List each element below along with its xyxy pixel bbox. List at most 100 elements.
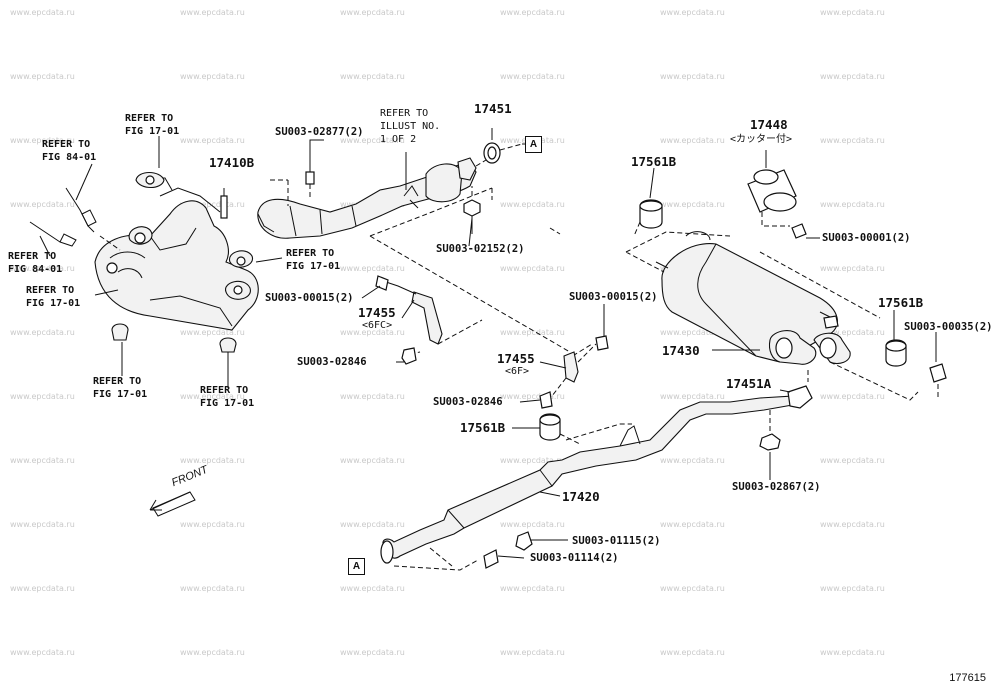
watermark-text: www.epcdata.ru	[10, 648, 75, 657]
watermark-text: www.epcdata.ru	[500, 264, 565, 273]
watermark-text: www.epcdata.ru	[500, 648, 565, 657]
part-17448-label: 17448	[750, 117, 788, 132]
bracket-6f-drawing	[539, 335, 609, 409]
watermark-text: www.epcdata.ru	[340, 648, 405, 657]
figure-number: 177615	[949, 672, 986, 684]
watermark-text: www.epcdata.ru	[10, 136, 75, 145]
watermark-text: www.epcdata.ru	[660, 8, 725, 17]
watermark-text: www.epcdata.ru	[660, 136, 725, 145]
watermark-text: www.epcdata.ru	[180, 584, 245, 593]
mount-17561b-drawing	[539, 199, 907, 445]
watermark-text: www.epcdata.ru	[820, 264, 885, 273]
part-17561b-label-top: 17561B	[631, 154, 677, 169]
watermark-text: www.epcdata.ru	[180, 328, 245, 337]
bolt-02877-label: SU003-02877(2)	[275, 126, 364, 138]
part-17430-label: 17430	[662, 343, 700, 358]
watermark-text: www.epcdata.ru	[340, 264, 405, 273]
watermark-text: www.epcdata.ru	[500, 520, 565, 529]
watermark-text: www.epcdata.ru	[340, 520, 405, 529]
bolt-01115-label: SU003-01115(2)	[572, 535, 661, 547]
watermark-text: www.epcdata.ru	[820, 648, 885, 657]
watermark-text: www.epcdata.ru	[180, 8, 245, 17]
watermark-text: www.epcdata.ru	[10, 328, 75, 337]
watermark-text: www.epcdata.ru	[10, 392, 75, 401]
watermark-text: www.epcdata.ru	[820, 584, 885, 593]
watermark-text: www.epcdata.ru	[500, 584, 565, 593]
watermark-text: www.epcdata.ru	[180, 520, 245, 529]
part-17455-6f-label: 17455	[497, 351, 535, 366]
watermark-text: www.epcdata.ru	[660, 328, 725, 337]
connector-a-bottom: A	[348, 558, 365, 575]
bracket-6fc-drawing	[375, 275, 483, 365]
watermark-text: www.epcdata.ru	[340, 584, 405, 593]
watermark-text: www.epcdata.ru	[180, 456, 245, 465]
watermark-text: www.epcdata.ru	[500, 328, 565, 337]
watermark-text: www.epcdata.ru	[180, 200, 245, 209]
watermark-text: www.epcdata.ru	[180, 648, 245, 657]
part-17420-label: 17420	[562, 489, 600, 504]
watermark-text: www.epcdata.ru	[820, 8, 885, 17]
nut-02867-label: SU003-02867(2)	[732, 481, 821, 493]
watermark-text: www.epcdata.ru	[10, 584, 75, 593]
watermark-text: www.epcdata.ru	[660, 72, 725, 81]
bolt-00035-label: SU003-00035(2)	[904, 321, 993, 333]
watermark-text: www.epcdata.ru	[500, 200, 565, 209]
part-17455-6fc-note: <6FC>	[362, 320, 393, 331]
nut-02152-label: SU003-02152(2)	[436, 243, 525, 255]
stud-17410b-drawing	[220, 188, 228, 219]
watermark-text: www.epcdata.ru	[820, 392, 885, 401]
watermark-text: www.epcdata.ru	[180, 136, 245, 145]
part-17455-6f-note: <6F>	[505, 366, 530, 377]
bolt-00001-label: SU003-00001(2)	[822, 232, 911, 244]
watermark-text: www.epcdata.ru	[500, 392, 565, 401]
watermark-text: www.epcdata.ru	[820, 456, 885, 465]
connector-a-top: A	[525, 136, 542, 153]
watermark-text: www.epcdata.ru	[10, 456, 75, 465]
part-17448-note: <カッター付>	[730, 134, 793, 145]
watermark-text: www.epcdata.ru	[340, 72, 405, 81]
front-arrow	[149, 491, 196, 517]
refer-illust-1-of-2: REFER TO ILLUST NO. 1 OF 2	[380, 108, 441, 145]
nut-02152-drawing	[463, 186, 481, 234]
watermark-text: www.epcdata.ru	[10, 264, 75, 273]
part-17561b-label-center: 17561B	[460, 420, 506, 435]
watermark-text: www.epcdata.ru	[10, 520, 75, 529]
center-pipe-drawing	[380, 385, 813, 571]
watermark-text: www.epcdata.ru	[340, 328, 405, 337]
watermark-text: www.epcdata.ru	[820, 136, 885, 145]
bolt-02846-right-label: SU003-02846	[433, 396, 503, 408]
watermark-text: www.epcdata.ru	[180, 72, 245, 81]
watermark-text: www.epcdata.ru	[820, 72, 885, 81]
watermark-text: www.epcdata.ru	[180, 392, 245, 401]
refer-fig-84-01-left: REFER TO FIG 84-01	[8, 251, 63, 275]
watermark-text: www.epcdata.ru	[10, 8, 75, 17]
watermark-text: www.epcdata.ru	[820, 520, 885, 529]
refer-fig-17-01-mid: REFER TO FIG 17-01	[286, 248, 341, 272]
bolt-00015-left-label: SU003-00015(2)	[265, 292, 354, 304]
watermark-text: www.epcdata.ru	[10, 200, 75, 209]
bolt-00015-right-label: SU003-00015(2)	[569, 291, 658, 303]
watermark-text: www.epcdata.ru	[820, 328, 885, 337]
refer-fig-17-01-bottom-left: REFER TO FIG 17-01	[93, 376, 148, 400]
part-17410b-label: 17410B	[209, 155, 255, 170]
refer-fig-84-01-top: REFER TO FIG 84-01	[42, 139, 97, 163]
exhaust-manifold	[29, 171, 259, 353]
bolt-02846-left-label: SU003-02846	[297, 356, 367, 368]
leader-lines	[39, 136, 937, 559]
watermark-text: www.epcdata.ru	[10, 72, 75, 81]
cutter-17448-drawing	[747, 150, 807, 239]
refer-fig-17-01-bottom-right: REFER TO FIG 17-01	[200, 385, 255, 409]
part-17561b-label-right: 17561B	[878, 295, 924, 310]
watermark-text: www.epcdata.ru	[340, 392, 405, 401]
watermark-text: www.epcdata.ru	[660, 392, 725, 401]
part-17451-label: 17451	[474, 101, 512, 116]
watermark-text: www.epcdata.ru	[660, 584, 725, 593]
watermark-text: www.epcdata.ru	[660, 200, 725, 209]
watermark-text: www.epcdata.ru	[340, 8, 405, 17]
refer-fig-17-01-top: REFER TO FIG 17-01	[125, 113, 180, 137]
watermark-text: www.epcdata.ru	[500, 456, 565, 465]
watermark-text: www.epcdata.ru	[500, 8, 565, 17]
muffler-drawing	[625, 231, 919, 401]
front-pipe-drawing	[257, 157, 477, 239]
